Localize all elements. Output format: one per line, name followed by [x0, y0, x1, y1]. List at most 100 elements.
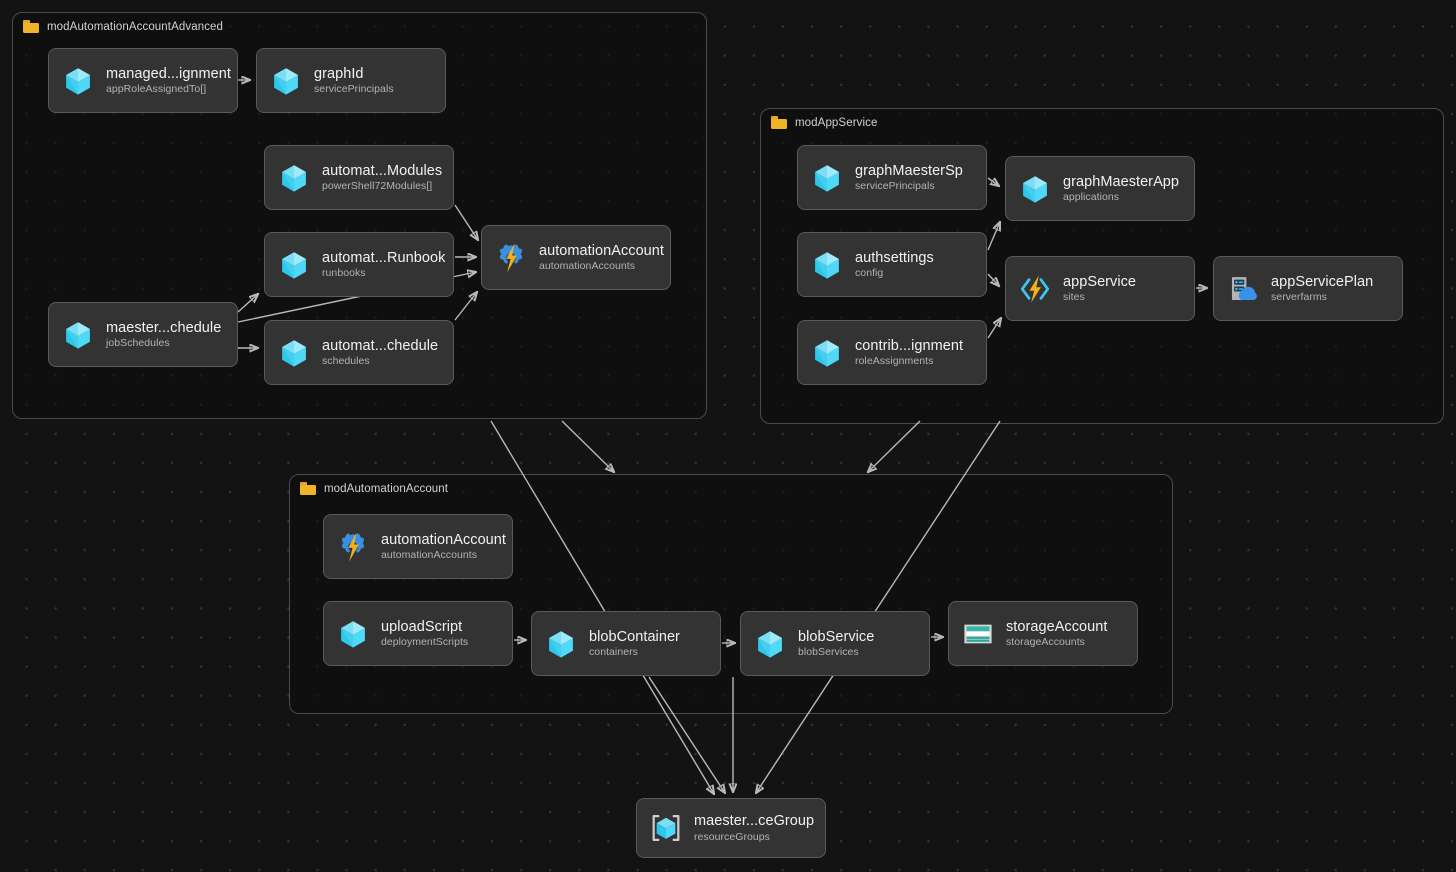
cube-icon: [61, 64, 95, 98]
edge-modAppService-to-modAutomationAccount: [868, 420, 921, 472]
node-title: graphId: [314, 65, 364, 82]
node-title: automationAccount: [381, 531, 506, 548]
node-title: automat...chedule: [322, 337, 439, 354]
cube-icon: [753, 627, 787, 661]
cube-icon: [336, 617, 370, 651]
node-subtitle: deploymentScripts: [381, 636, 469, 649]
node-subtitle: automationAccounts: [381, 549, 478, 562]
node-subtitle: applications: [1063, 191, 1120, 204]
node-subtitle: servicePrincipals: [855, 180, 935, 193]
node-title: uploadScript: [381, 618, 463, 635]
automation-account-icon: [494, 241, 528, 275]
node-subtitle: jobSchedules: [106, 337, 170, 350]
node-title: maester...ceGroup: [694, 813, 815, 830]
group-label: modAppService: [771, 116, 877, 129]
node-subtitle: serverfarms: [1271, 291, 1327, 304]
group-label: modAutomationAccountAdvanced: [23, 20, 223, 33]
node-subtitle: powerShell72Modules[]: [322, 180, 433, 193]
folder-icon: [771, 116, 787, 129]
resource-group-icon: [649, 811, 683, 845]
folder-icon: [23, 20, 39, 33]
edge-modAutomationAccountAdvanced-to-modAutomationAccount: [561, 420, 614, 472]
node-title: graphMaesterApp: [1063, 173, 1180, 190]
group-label-text: modAutomationAccountAdvanced: [47, 20, 224, 33]
group-label-text: modAutomationAccount: [324, 482, 449, 495]
node-title: maester...chedule: [106, 319, 222, 336]
node-title: automationAccount: [539, 242, 664, 259]
node-subtitle: config: [855, 267, 884, 280]
node-subtitle: sites: [1063, 291, 1085, 304]
group-label-text: modAppService: [795, 116, 878, 129]
cube-icon: [277, 248, 311, 282]
cube-icon: [277, 336, 311, 370]
node-subtitle: resourceGroups: [694, 830, 770, 843]
automation-account-icon: [336, 530, 370, 564]
node-subtitle: appRoleAssignedTo[]: [106, 83, 207, 96]
cube-icon: [810, 161, 844, 195]
node-title: storageAccount: [1006, 618, 1108, 635]
app-service-icon: [1018, 272, 1052, 306]
cube-icon: [544, 627, 578, 661]
node-title: blobService: [798, 628, 875, 645]
folder-icon: [300, 482, 316, 495]
node-title: automat...Runbook: [322, 249, 446, 266]
cube-icon: [277, 161, 311, 195]
node-title: contrib...ignment: [855, 337, 964, 354]
group-modAutomationAccount[interactable]: modAutomationAccount: [289, 474, 1173, 714]
app-service-plan-icon: [1226, 272, 1260, 306]
node-title: managed...ignment: [106, 65, 231, 82]
cube-icon: [1018, 172, 1052, 206]
node-subtitle: schedules: [322, 355, 370, 368]
node-subtitle: roleAssignments: [855, 355, 934, 368]
node-title: authsettings: [855, 249, 934, 266]
cube-icon: [61, 318, 95, 352]
node-subtitle: blobServices: [798, 646, 859, 659]
node-subtitle: runbooks: [322, 267, 366, 280]
storage-account-icon: [961, 617, 995, 651]
node-subtitle: servicePrincipals: [314, 83, 394, 96]
cube-icon: [269, 64, 303, 98]
node-title: appServicePlan: [1271, 273, 1374, 290]
group-label: modAutomationAccount: [300, 482, 448, 495]
cube-icon: [810, 248, 844, 282]
node-title: graphMaesterSp: [855, 162, 963, 179]
node-title: automat...Modules: [322, 162, 443, 179]
